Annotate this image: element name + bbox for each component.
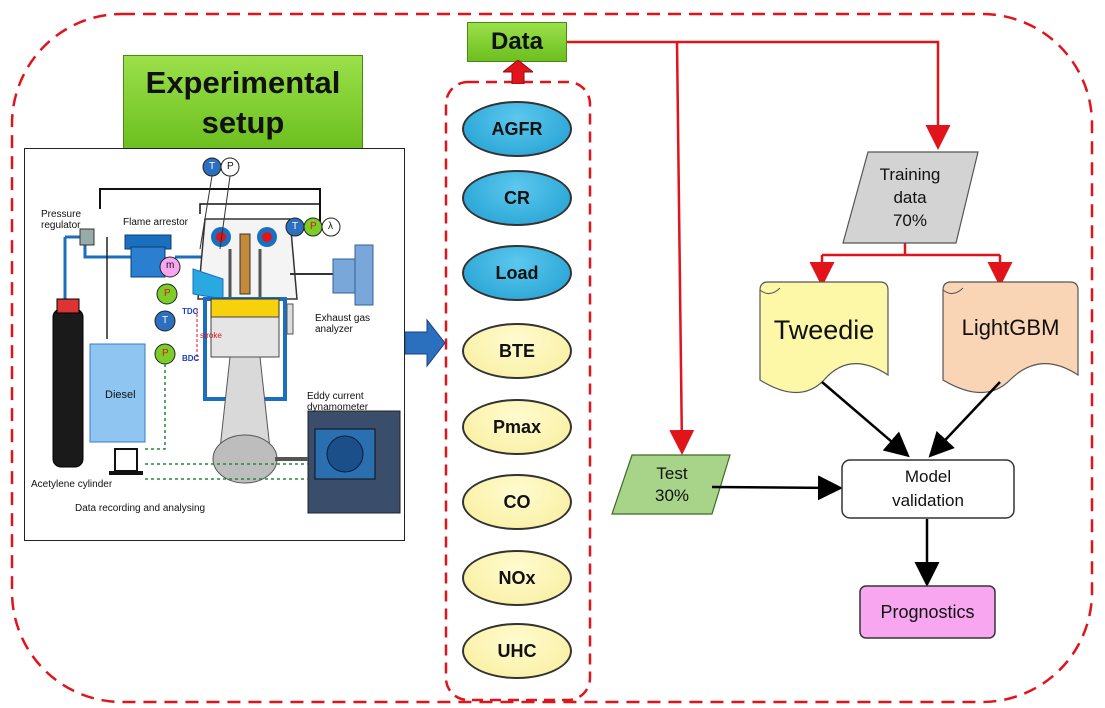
param-uhc: UHC [462, 623, 572, 679]
validation-shape [841, 459, 1015, 519]
bdc-label: BDC [182, 354, 200, 363]
model-validation-label: Model validation [892, 467, 964, 510]
prognostics-shape [859, 585, 996, 639]
acetylene-label: Acetylene cylinder [31, 479, 113, 490]
sensor-t-label-3: T [162, 315, 169, 326]
sensor-p-label-4: P [162, 348, 169, 359]
setup-schematic: Pressure regulator Flame arrestor Exhaus… [24, 148, 405, 541]
test-shape [611, 454, 731, 515]
sensor-lambda-label: λ [328, 221, 333, 232]
sensor-p-label-2: P [310, 221, 317, 232]
pressure-regulator-label: Pressure regulator [41, 209, 82, 231]
test-label: Test 30% [654, 463, 690, 505]
lightgbm-label: LightGBM [961, 315, 1060, 340]
tdc-label: TDC [182, 307, 199, 316]
experimental-setup-title: Experimental setup [123, 55, 363, 150]
sensor-p-label-3: P [164, 288, 171, 299]
setup-drawing [52, 157, 401, 514]
tweedie-label: Tweedie [773, 314, 875, 345]
stroke-label: stroke [200, 331, 222, 340]
sensor-m-label: m [166, 260, 175, 271]
setup-to-data-arrow [405, 318, 446, 368]
tweedie-shape [759, 281, 889, 393]
data-box: Data [467, 22, 567, 62]
data-up-arrow [503, 60, 533, 84]
prognostics-label: Prognostics [880, 601, 975, 622]
lightgbm-shape [942, 281, 1079, 393]
exhaust-gas-analyzer-label: Exhaust gas analyzer [315, 313, 371, 335]
param-cr: CR [462, 170, 572, 226]
param-co: CO [462, 474, 572, 530]
sensor-t-label-1: T [209, 161, 216, 172]
sensor-t-label-2: T [292, 221, 299, 232]
sensor-p-label-1: P [227, 161, 234, 172]
eddy-current-label: Eddy current dynamometer [307, 391, 369, 413]
data-recording-label: Data recording and analysing [75, 503, 206, 514]
training-data-label: Training data 70% [879, 164, 941, 230]
param-nox: NOx [462, 550, 572, 606]
flame-arrestor-label: Flame arrestor [123, 217, 189, 228]
diesel-label: Diesel [105, 389, 136, 401]
param-bte: BTE [462, 323, 572, 379]
param-load: Load [462, 245, 572, 301]
training-shape [842, 151, 979, 244]
param-agfr: AGFR [462, 101, 572, 157]
param-pmax: Pmax [462, 399, 572, 455]
